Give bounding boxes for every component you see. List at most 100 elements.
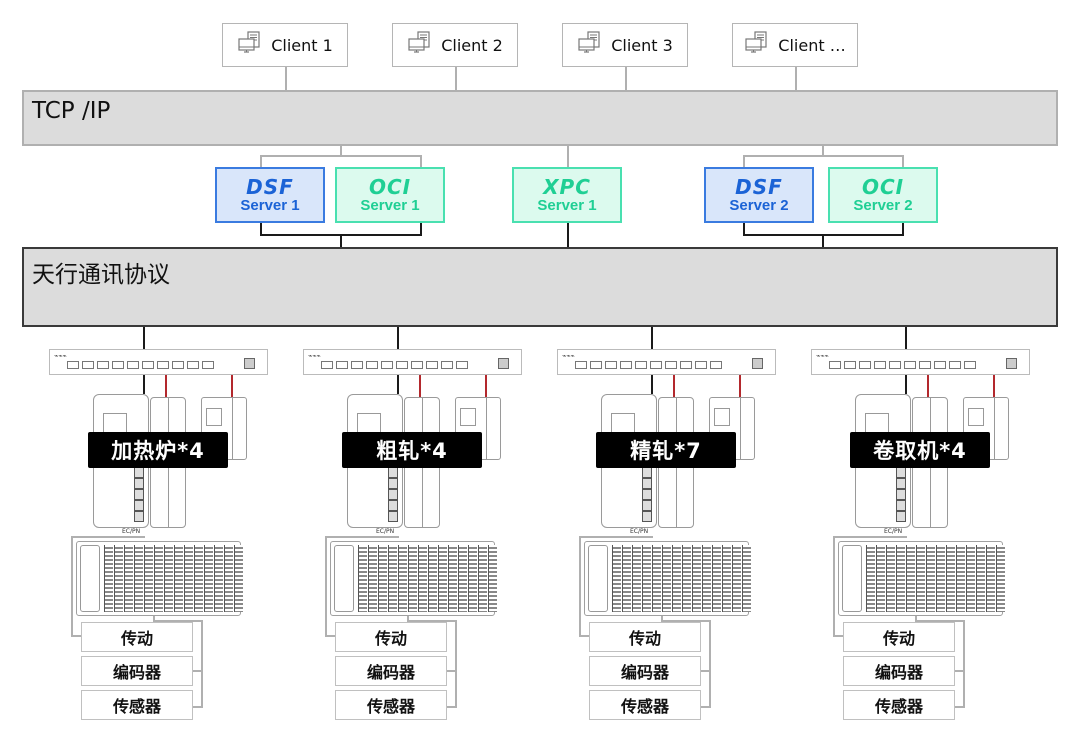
- switch-to-card-link: [419, 375, 421, 397]
- vendor-logo: ⌁⌁⌁: [816, 352, 829, 360]
- proto-link-pair-1: [340, 234, 342, 247]
- io-slice: [926, 545, 935, 612]
- bus-to-switch-link: [905, 327, 907, 349]
- switch-port: [366, 361, 378, 369]
- ethernet-port-icon: [642, 467, 652, 478]
- io-module[interactable]: [76, 541, 243, 616]
- switch-to-small-device-link: [993, 375, 995, 397]
- proto-link-oci1: [420, 223, 422, 236]
- ethernet-port-icon: [388, 500, 398, 511]
- vendor-logo: ⌁⌁⌁: [308, 352, 321, 360]
- remote-divider: [994, 398, 995, 459]
- io-slice: [936, 545, 945, 612]
- switch-port: [949, 361, 961, 369]
- bus-to-switch-link: [397, 327, 399, 349]
- proto-link-dsf2: [743, 223, 745, 236]
- io-slice: [164, 545, 173, 612]
- device-box-encoder[interactable]: 编码器: [81, 656, 193, 686]
- io-slice: [662, 545, 671, 612]
- io-slice: [408, 545, 417, 612]
- io-bottom-line: [661, 616, 663, 622]
- tcp-link-pair-1-bar: [260, 155, 422, 157]
- client-1-connector: [285, 67, 287, 90]
- client-label: Client 3: [611, 35, 673, 55]
- io-slice: [388, 545, 397, 612]
- io-right-vertical: [963, 620, 965, 708]
- uplink-port: [498, 358, 509, 369]
- oci-server-2[interactable]: OCI Server 2: [828, 167, 938, 223]
- io-module[interactable]: [838, 541, 1005, 616]
- io-slice: [906, 545, 915, 612]
- switch-port: [202, 361, 214, 369]
- switch-to-controller-link: [651, 375, 653, 394]
- ec-pn-left-line: [71, 536, 73, 637]
- io-slice: [996, 545, 1005, 612]
- client-label: Client 1: [271, 35, 333, 55]
- io-right-vertical: [455, 620, 457, 708]
- switch-port: [575, 361, 587, 369]
- ethernet-port-icon: [896, 478, 906, 489]
- ec-pn-to-drive-line: [325, 635, 335, 637]
- io-slice: [114, 545, 123, 612]
- switch-port: [441, 361, 453, 369]
- io-module[interactable]: [584, 541, 751, 616]
- client-4[interactable]: Client …: [732, 23, 858, 67]
- device-box-sensor[interactable]: 传感器: [335, 690, 447, 720]
- ec-pn-top-line: [833, 536, 907, 538]
- switch-port: [426, 361, 438, 369]
- client-2[interactable]: Client 2: [392, 23, 518, 67]
- ethernet-port-icon: [642, 500, 652, 511]
- client-label: Client …: [778, 35, 846, 55]
- client-1[interactable]: Client 1: [222, 23, 348, 67]
- io-slice: [682, 545, 691, 612]
- switch-to-card-link: [927, 375, 929, 397]
- device-box-drive[interactable]: 传动: [335, 622, 447, 652]
- dsf-server-1[interactable]: DSF Server 1: [215, 167, 325, 223]
- io-module[interactable]: [330, 541, 497, 616]
- switch-to-controller-link: [397, 375, 399, 394]
- tcp-link-xpc: [567, 146, 569, 167]
- server-name: Server 1: [240, 196, 300, 214]
- xpc-server-1[interactable]: XPC Server 1: [512, 167, 622, 223]
- oci-server-1[interactable]: OCI Server 1: [335, 167, 445, 223]
- oci-logo: OCI: [368, 174, 412, 199]
- device-box-drive[interactable]: 传动: [843, 622, 955, 652]
- io-right-top-line: [407, 620, 457, 622]
- switch-port: [336, 361, 348, 369]
- tcp-link-pair-2-bar: [743, 155, 904, 157]
- group-label: 粗轧*4: [342, 432, 482, 468]
- device-box-drive[interactable]: 传动: [81, 622, 193, 652]
- switch-port: [411, 361, 423, 369]
- io-slice: [378, 545, 387, 612]
- ethercat-switch[interactable]: ⌁⌁⌁: [303, 349, 522, 375]
- remote-screen: [968, 408, 984, 426]
- io-slice: [418, 545, 427, 612]
- switch-port: [635, 361, 647, 369]
- to-encoder-line: [955, 670, 965, 672]
- proto-link-oci2: [902, 223, 904, 236]
- ethernet-port-icon: [388, 478, 398, 489]
- client-label: Client 2: [441, 35, 503, 55]
- device-box-encoder[interactable]: 编码器: [335, 656, 447, 686]
- uplink-port: [1006, 358, 1017, 369]
- io-slice: [428, 545, 437, 612]
- client-3[interactable]: Client 3: [562, 23, 688, 67]
- ethernet-port-icon: [134, 511, 144, 522]
- device-box-drive[interactable]: 传动: [589, 622, 701, 652]
- device-box-sensor[interactable]: 传感器: [589, 690, 701, 720]
- device-box-sensor[interactable]: 传感器: [843, 690, 955, 720]
- device-box-sensor[interactable]: 传感器: [81, 690, 193, 720]
- ethercat-switch[interactable]: ⌁⌁⌁: [557, 349, 776, 375]
- dsf-server-2[interactable]: DSF Server 2: [704, 167, 814, 223]
- switch-port: [710, 361, 722, 369]
- device-box-encoder[interactable]: 编码器: [843, 656, 955, 686]
- switch-port: [859, 361, 871, 369]
- io-right-top-line: [153, 620, 203, 622]
- switch-to-small-device-link: [739, 375, 741, 397]
- ethercat-switch[interactable]: ⌁⌁⌁: [811, 349, 1030, 375]
- to-encoder-line: [193, 670, 203, 672]
- io-slice: [886, 545, 895, 612]
- ethercat-switch[interactable]: ⌁⌁⌁: [49, 349, 268, 375]
- device-box-encoder[interactable]: 编码器: [589, 656, 701, 686]
- io-slice: [478, 545, 487, 612]
